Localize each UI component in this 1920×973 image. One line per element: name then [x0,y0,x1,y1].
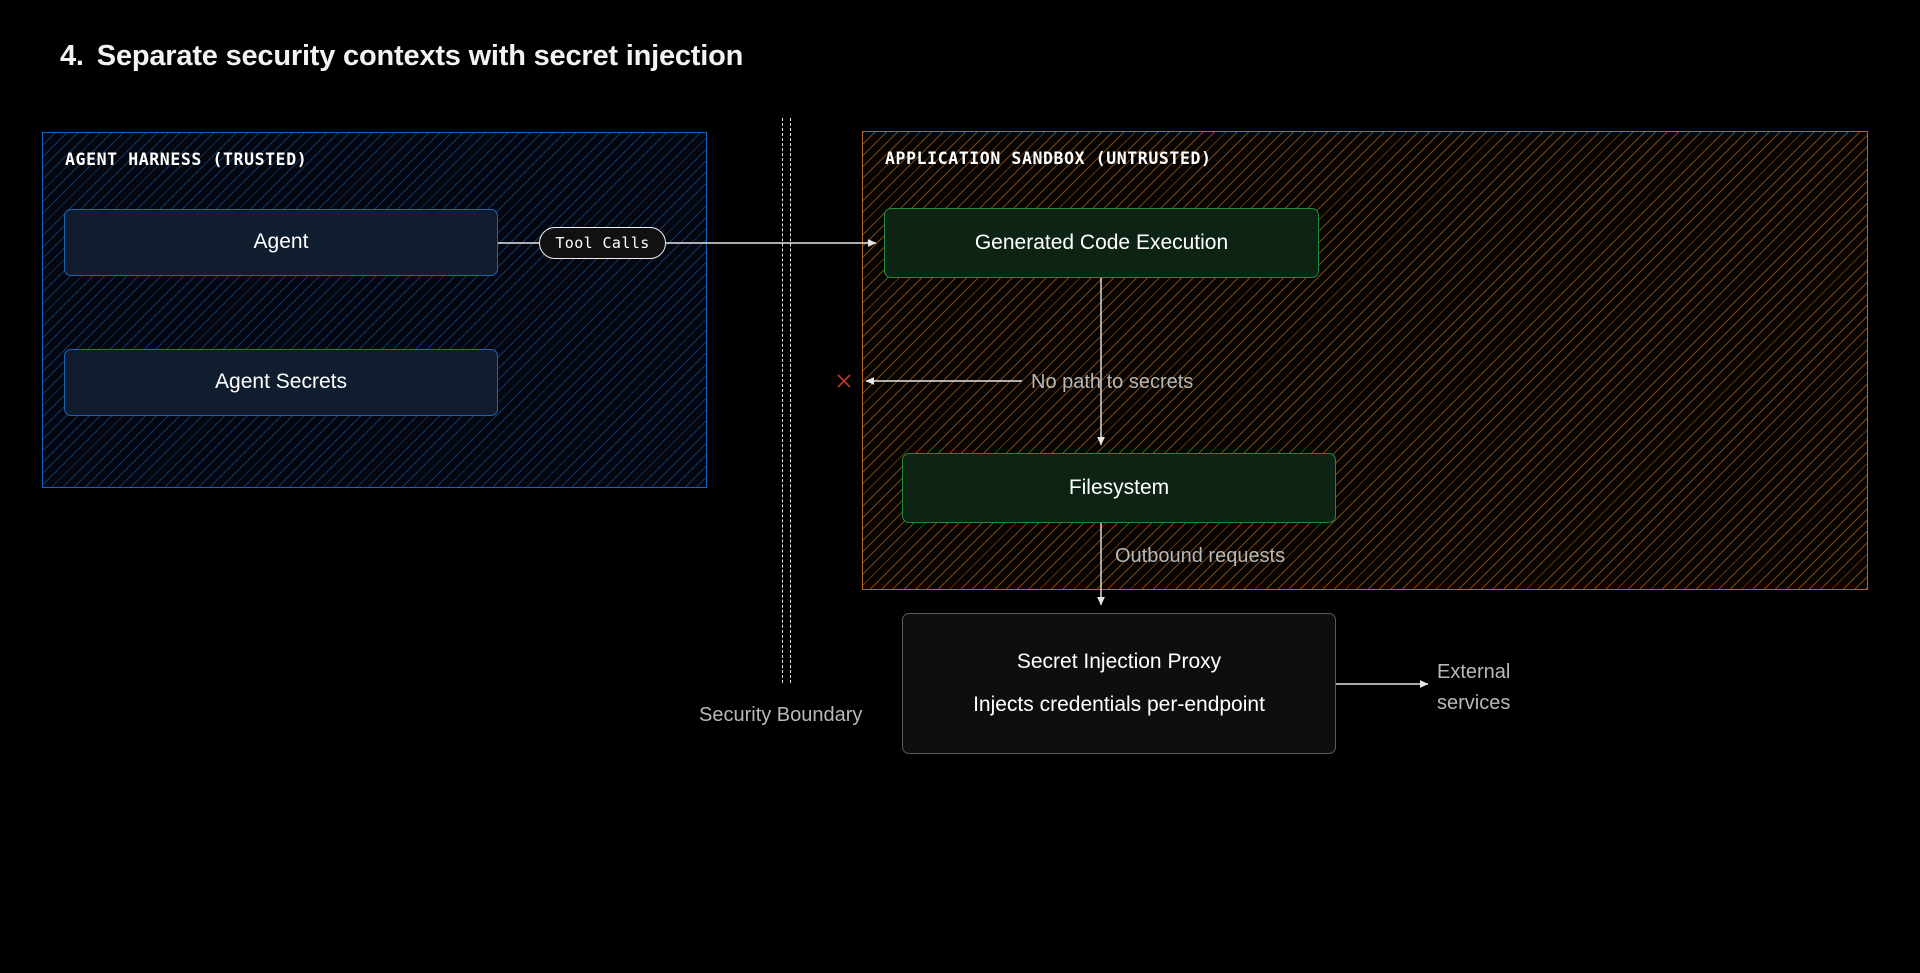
page-title: 4. Separate security contexts with secret… [60,40,743,73]
edge-label-tool-calls-text: Tool Calls [555,234,650,252]
node-generated-code-execution[interactable]: Generated Code Execution [884,208,1319,278]
node-generated-code-execution-label: Generated Code Execution [974,230,1229,254]
node-secret-injection-proxy-subtitle: Injects credentials per-endpoint [973,693,1265,717]
group-application-sandbox-label: APPLICATION SANDBOX (UNTRUSTED) [885,149,1212,168]
node-external-services: External services [1437,661,1511,714]
node-secret-injection-proxy[interactable]: Secret Injection Proxy Injects credentia… [902,613,1336,754]
annotation-security-boundary: Security Boundary [699,704,863,726]
node-agent-label: Agent [253,230,309,254]
node-secret-injection-proxy-title: Secret Injection Proxy [1016,649,1222,673]
node-filesystem-label: Filesystem [1068,475,1170,499]
edge-label-outbound-requests: Outbound requests [1115,545,1286,567]
edge-label-tool-calls: Tool Calls [539,227,666,259]
node-agent[interactable]: Agent [64,209,498,276]
group-agent-harness: AGENT HARNESS (TRUSTED) [42,132,707,488]
node-agent-secrets-label: Agent Secrets [215,370,347,394]
node-agent-secrets[interactable]: Agent Secrets [64,349,498,416]
blocked-x-icon [837,374,851,388]
edge-label-no-path-to-secrets: No path to secrets [1031,371,1194,393]
page-title-number: 4. [60,40,84,72]
page-title-text: Separate security contexts with secret i… [96,40,744,72]
security-boundary-line-right [790,118,791,683]
security-boundary-line-left [782,118,783,683]
group-agent-harness-label: AGENT HARNESS (TRUSTED) [65,150,308,169]
node-filesystem[interactable]: Filesystem [902,453,1336,523]
